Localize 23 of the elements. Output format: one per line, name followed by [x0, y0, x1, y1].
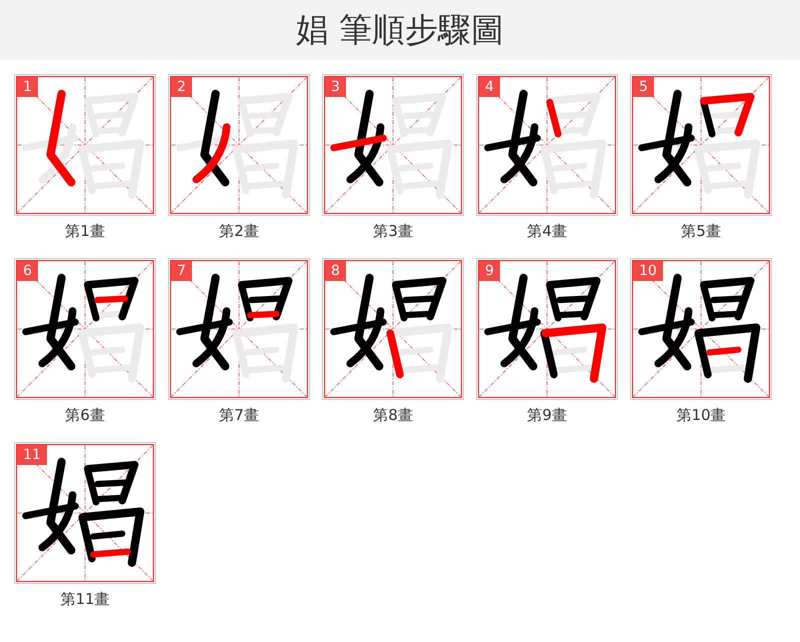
- step-caption: 第1畫: [65, 221, 105, 241]
- step-number: 6: [17, 261, 38, 281]
- step-number: 5: [633, 77, 654, 97]
- step-caption: 第9畫: [527, 405, 567, 425]
- step-number: 2: [171, 77, 192, 97]
- step-caption: 第7畫: [219, 405, 259, 425]
- step-caption: 第5畫: [681, 221, 721, 241]
- step-number: 4: [479, 77, 500, 97]
- step-number: 10: [633, 261, 663, 281]
- step-caption: 第10畫: [676, 405, 726, 425]
- step-number: 11: [17, 445, 47, 465]
- step-caption: 第11畫: [60, 589, 110, 609]
- step-number: 8: [325, 261, 346, 281]
- page-title: 娼 筆順步驟圖: [296, 9, 504, 51]
- step-number: 7: [171, 261, 192, 281]
- step-number: 9: [479, 261, 500, 281]
- step-number: 1: [17, 77, 38, 97]
- step-caption: 第2畫: [219, 221, 259, 241]
- step-caption: 第3畫: [373, 221, 413, 241]
- step-caption: 第8畫: [373, 405, 413, 425]
- step-caption: 第6畫: [65, 405, 105, 425]
- step-number: 3: [325, 77, 346, 97]
- step-caption: 第4畫: [527, 221, 567, 241]
